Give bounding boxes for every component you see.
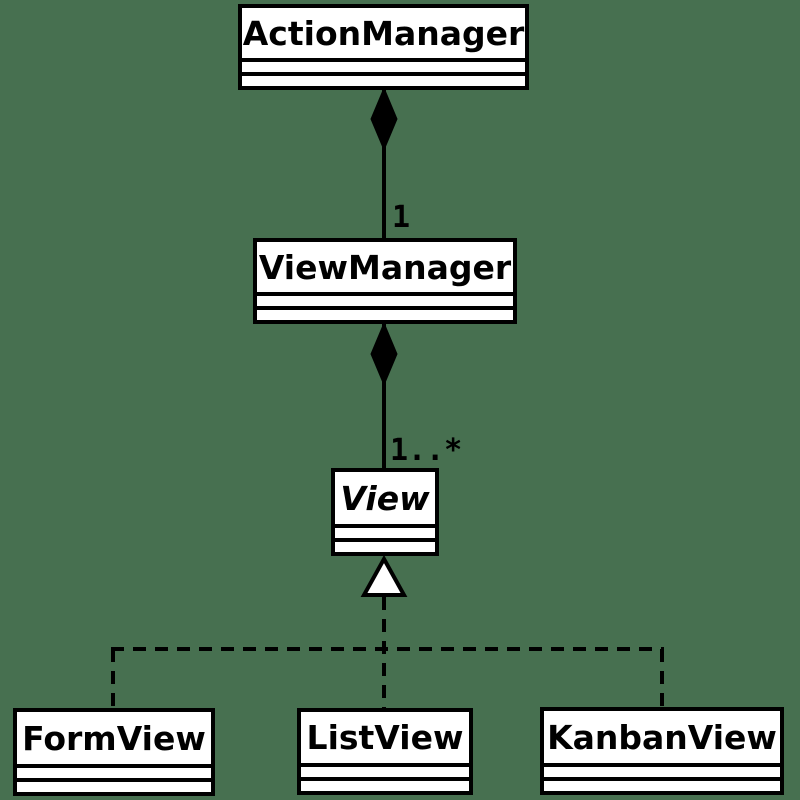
- class-box-view: View: [331, 468, 439, 556]
- inheritance-triangle-icon: [360, 554, 408, 597]
- attributes-compartment: [335, 524, 435, 538]
- methods-compartment: [242, 72, 525, 86]
- class-name-actionmanager: ActionManager: [242, 13, 525, 53]
- class-name-view: View: [340, 478, 430, 518]
- class-box-viewmanager: ViewManager: [253, 238, 517, 324]
- class-name-kanbanview: KanbanView: [547, 717, 777, 757]
- multiplicity-label-1-star: 1..*: [390, 433, 463, 468]
- attributes-compartment: [257, 292, 513, 306]
- class-name-listview: ListView: [306, 718, 464, 757]
- class-name-formview: FormView: [22, 718, 206, 758]
- composition-diamond-icon: [370, 321, 398, 387]
- class-box-kanbanview: KanbanView: [540, 707, 784, 795]
- methods-compartment: [335, 538, 435, 552]
- methods-compartment: [544, 777, 780, 791]
- class-box-listview: ListView: [297, 708, 473, 795]
- multiplicity-label-1: 1: [392, 200, 411, 235]
- composition-diamond-icon: [370, 86, 398, 152]
- class-box-actionmanager: ActionManager: [238, 4, 529, 90]
- class-name-viewmanager: ViewManager: [258, 247, 512, 287]
- methods-compartment: [17, 778, 211, 792]
- methods-compartment: [257, 306, 513, 320]
- generalization-dashed-line: [111, 597, 664, 709]
- attributes-compartment: [242, 58, 525, 72]
- attributes-compartment: [544, 763, 780, 777]
- attributes-compartment: [301, 763, 469, 777]
- attributes-compartment: [17, 764, 211, 778]
- class-box-formview: FormView: [13, 708, 215, 796]
- methods-compartment: [301, 777, 469, 791]
